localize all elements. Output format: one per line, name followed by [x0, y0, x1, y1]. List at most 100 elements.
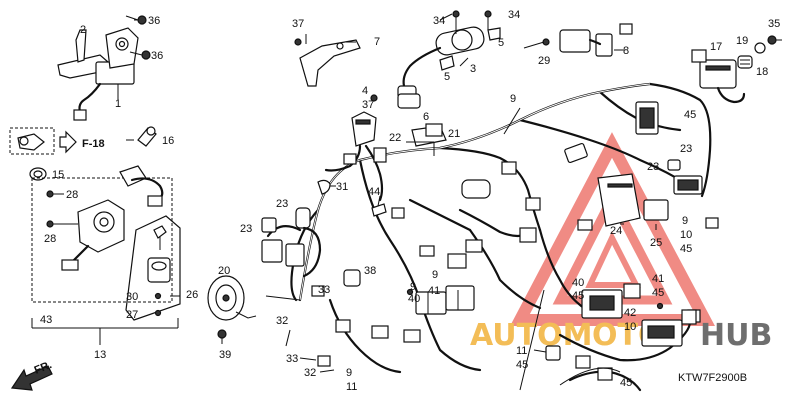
cap-19: [737, 55, 753, 69]
callout-9: 9: [410, 281, 416, 293]
callout-23: 23: [647, 161, 659, 173]
callout-42: 42: [624, 307, 636, 319]
callout-32: 32: [276, 315, 288, 327]
callout-40: 40: [408, 293, 420, 305]
connector-lower-right: [581, 283, 697, 347]
ecu-24: [597, 173, 641, 227]
screw-36b: [141, 50, 151, 60]
callout-10: 10: [680, 229, 692, 241]
relay-23-left: [261, 207, 322, 278]
callout-20: 20: [218, 265, 230, 277]
relay-23-right: [667, 159, 703, 195]
callout-28: 28: [66, 189, 78, 201]
cap-15: [29, 167, 47, 181]
clip-5: [439, 27, 501, 71]
handlebar-switch-cable: [324, 111, 387, 202]
callout-32: 32: [304, 367, 316, 379]
callout-8: 8: [623, 45, 629, 57]
connector-38: [343, 269, 361, 287]
key-16: [137, 126, 157, 147]
callout-23: 23: [680, 143, 692, 155]
band-45: [559, 367, 621, 386]
callout-9: 9: [682, 215, 688, 227]
callout-29: 29: [538, 55, 550, 67]
callout-16: 16: [162, 135, 174, 147]
callout-6: 6: [423, 111, 429, 123]
callout-34: 34: [433, 15, 445, 27]
connector-11-lower: [545, 345, 561, 361]
harness-connectors: [317, 101, 719, 381]
main-wire-harness-9: [266, 82, 712, 392]
callout-21: 21: [448, 128, 460, 140]
ignition-switch-assembly: [31, 165, 173, 303]
connector-6: [370, 93, 421, 109]
reference-f18-text: F-18: [82, 138, 105, 150]
reference-arrow-f18: F-18: [9, 127, 105, 155]
bracket-7: [294, 38, 361, 87]
bracket-lines-13: [31, 295, 180, 345]
callout-2: 2: [80, 24, 86, 36]
grommet-18: [754, 42, 766, 54]
callout-11: 11: [346, 381, 357, 393]
bolt-35: [767, 35, 782, 45]
module-25: [643, 199, 669, 221]
callout-1: 1: [115, 98, 121, 110]
callout-13: 13: [94, 349, 106, 361]
leader-lines: [117, 13, 657, 391]
callout-15: 15: [52, 169, 64, 181]
fuse-holder-center: [406, 285, 475, 315]
callout-25: 25: [650, 237, 662, 249]
callout-5: 5: [444, 71, 450, 83]
callout-33: 33: [318, 284, 330, 296]
callout-22: 22: [389, 132, 401, 144]
seat-lock-assembly: [125, 215, 181, 321]
relay-8: [542, 23, 633, 57]
screw-36a: [134, 15, 147, 25]
callout-43: 43: [40, 314, 52, 326]
fuse-box-21: [411, 123, 447, 147]
bracket-assembly: [57, 27, 139, 121]
diagram-reference-code: KTW7F2900B: [678, 372, 747, 384]
callout-45: 45: [652, 287, 664, 299]
callout-27: 27: [126, 309, 138, 321]
callout-19: 19: [736, 35, 748, 47]
callout-3: 3: [470, 63, 476, 75]
callout-31: 31: [336, 181, 348, 193]
watermark-text-right: HUB: [700, 318, 772, 353]
callout-38: 38: [364, 265, 376, 277]
callout-37: 37: [292, 18, 304, 30]
callout-45: 45: [684, 109, 696, 121]
callout-37: 37: [362, 99, 374, 111]
callout-11: 11: [516, 345, 527, 357]
callout-33: 33: [286, 353, 298, 365]
callout-23: 23: [240, 223, 252, 235]
callout-9: 9: [432, 269, 438, 281]
callout-4: 4: [362, 85, 368, 97]
horn-20: [207, 275, 257, 321]
callout-7: 7: [374, 36, 380, 48]
callout-39: 39: [219, 349, 231, 361]
callout-35: 35: [768, 18, 780, 30]
callout-44: 44: [368, 186, 380, 198]
watermark-text-left: AUTOM: [470, 318, 592, 353]
callout-36: 36: [148, 15, 160, 27]
callout-18: 18: [756, 66, 768, 78]
callout-41: 41: [428, 285, 440, 297]
callout-36: 36: [151, 50, 163, 62]
callout-45: 45: [680, 243, 692, 255]
front-arrow: FR.: [10, 359, 54, 391]
callout-45: 45: [516, 359, 528, 371]
callout-41: 41: [652, 273, 664, 285]
callout-28: 28: [44, 233, 56, 245]
callout-34: 34: [508, 9, 520, 21]
callout-5: 5: [498, 37, 504, 49]
callout-17: 17: [710, 41, 722, 53]
clip-31: [317, 179, 331, 195]
clip-33-upper: [311, 285, 325, 297]
callout-40: 40: [572, 277, 584, 289]
callout-45: 45: [572, 290, 584, 302]
callout-24: 24: [610, 225, 622, 237]
regulator-17: [691, 49, 746, 104]
callout-9: 9: [510, 93, 516, 105]
